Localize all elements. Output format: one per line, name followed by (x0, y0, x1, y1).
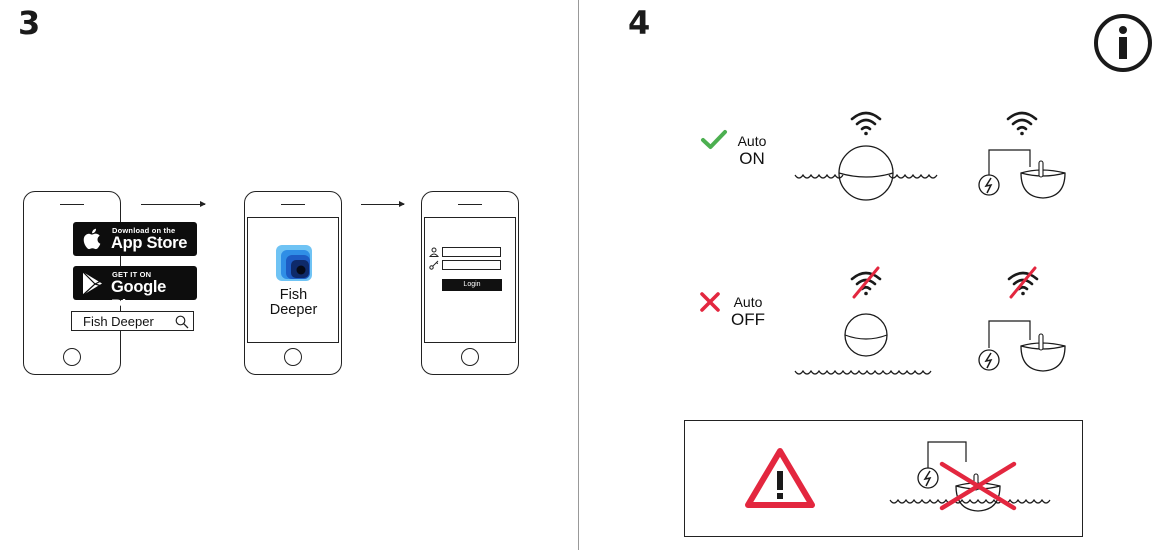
step-number-3: 3 (18, 4, 41, 42)
info-icon (1094, 14, 1152, 72)
username-field[interactable] (442, 247, 501, 257)
password-field[interactable] (442, 260, 501, 270)
auto-on-label: Auto ON (730, 133, 774, 169)
phone-screen (247, 217, 339, 343)
wifi-off-icon (850, 266, 882, 299)
google-play-big-text: Google Play (111, 278, 167, 315)
red-x-icon (700, 292, 720, 312)
arrow-right-2 (361, 201, 405, 207)
sonar-sphere-floating (794, 145, 938, 201)
home-button (63, 348, 81, 366)
phone-screen (424, 217, 516, 343)
play-triangle-icon (82, 271, 102, 296)
app-name-line1: Fish (279, 287, 308, 303)
wifi-off-icon (1007, 266, 1039, 299)
app-name-line2: Deeper (269, 302, 318, 318)
search-input-value: Fish Deeper (83, 314, 154, 329)
warning-triangle-icon (745, 448, 815, 508)
sonar-sphere-out-of-water (794, 313, 932, 375)
auto-on-text: Auto (737, 133, 767, 149)
charging-sonar-device (978, 149, 1066, 199)
login-button[interactable]: Login (442, 279, 502, 291)
key-icon (429, 260, 439, 270)
auto-off-state: OFF (731, 310, 765, 329)
no-charging-in-water-icon (889, 441, 1051, 512)
warning-panel (684, 420, 1083, 537)
app-store-big-text: App Store (111, 234, 188, 252)
phone-speaker (458, 204, 482, 206)
green-check-icon (701, 130, 727, 149)
apple-icon (83, 228, 101, 250)
fish-deeper-app-icon[interactable] (276, 245, 312, 281)
app-store-small-text: Download on the (112, 226, 176, 235)
step-number-4: 4 (628, 4, 651, 42)
auto-on-state: ON (739, 149, 765, 168)
home-button (284, 348, 302, 366)
search-input[interactable]: Fish Deeper (71, 311, 194, 331)
wifi-icon (1006, 111, 1038, 136)
google-play-small-text: GET IT ON (112, 270, 152, 279)
charging-sonar-device (978, 320, 1066, 372)
auto-off-text: Auto (733, 294, 763, 310)
search-icon[interactable] (175, 315, 189, 329)
user-icon (428, 247, 440, 257)
app-store-badge[interactable]: Download on the App Store (73, 222, 197, 256)
phone-speaker (60, 204, 84, 206)
home-button (461, 348, 479, 366)
phone-speaker (281, 204, 305, 206)
arrow-right-1 (141, 201, 206, 207)
phone-app-launch (244, 191, 342, 375)
section-divider (578, 0, 579, 550)
wifi-icon (850, 111, 882, 136)
google-play-badge[interactable]: GET IT ON Google Play (73, 266, 197, 315)
auto-off-label: Auto OFF (726, 294, 770, 330)
